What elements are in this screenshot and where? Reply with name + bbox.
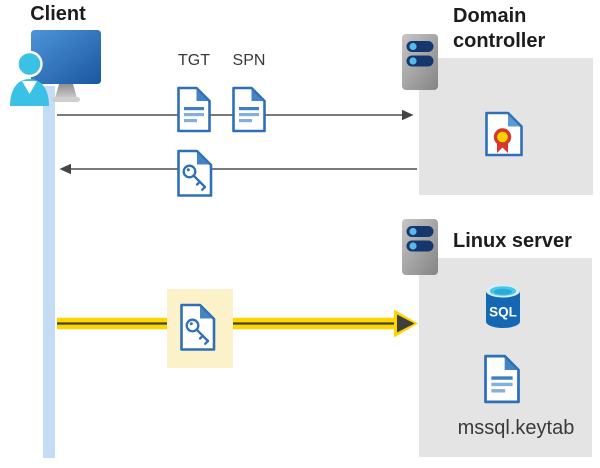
sql-database-icon: SQL (483, 281, 523, 331)
domain-controller-server-icon (401, 33, 439, 91)
client-workstation-icon (8, 26, 103, 108)
tgt-document-icon (176, 86, 212, 133)
client-label: Client (30, 3, 86, 25)
certificate-icon (484, 111, 524, 157)
client-timeline-bar (43, 86, 55, 458)
key-document-icon-highlighted (179, 303, 217, 352)
keytab-document-icon (482, 354, 522, 404)
key-document-icon-response (176, 149, 214, 198)
spn-label: SPN (232, 52, 266, 69)
spn-document-icon (231, 86, 267, 133)
tgt-label: TGT (178, 52, 210, 69)
sql-database-label: SQL (489, 305, 517, 320)
keytab-filename-label: mssql.keytab (457, 417, 575, 439)
linux-server-icon (401, 218, 439, 276)
kerberos-ticket-arrow (57, 309, 418, 338)
linux-server-label: Linux server (453, 230, 572, 252)
domain-controller-label: Domain controller (453, 5, 546, 52)
response-arrow (59, 163, 417, 175)
